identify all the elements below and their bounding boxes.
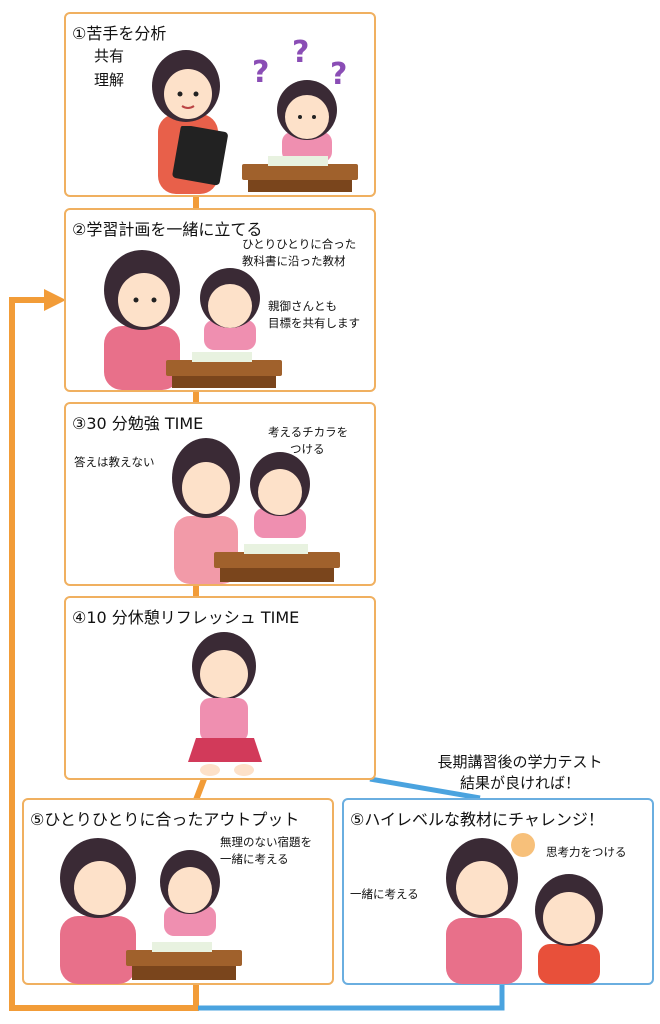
question-mark-icon: ? ? ? (252, 35, 347, 92)
tablet-icon (172, 126, 228, 186)
fist-icon (511, 833, 535, 857)
step-4-card: ④10 分休憩リフレッシュ TIME (64, 596, 376, 780)
step-1-note-2: 理解 (94, 71, 125, 89)
step-5a-note-2: 一緒に考える (220, 852, 289, 866)
teacher-icon (446, 838, 522, 984)
branch-condition-text: 長期講習後の学力テスト 結果が良ければ！ (384, 752, 656, 794)
branch-line-2: 結果が良ければ！ (459, 774, 580, 792)
step-5b-title: ⑤ハイレベルな教材にチャレンジ！ (350, 810, 604, 829)
branch-line-1: 長期講習後の学力テスト (437, 753, 603, 771)
step-5a-title: ⑤ひとりひとりに合ったアウトプット (30, 810, 300, 829)
svg-text:?: ? (330, 57, 347, 92)
step-3-card: ③30 分勉強 TIME 考えるチカラを つける 答えは教えない (64, 402, 376, 586)
desk-icon (166, 352, 282, 388)
svg-text:?: ? (252, 55, 269, 90)
step-3-title: ③30 分勉強 TIME (72, 414, 204, 433)
student-icon (188, 632, 262, 776)
student-icon (200, 268, 260, 350)
student-icon (250, 452, 310, 538)
loop-back-line (9, 297, 199, 1011)
step-3-note-3: 答えは教えない (74, 455, 155, 469)
desk-icon (214, 544, 340, 582)
step-2-note-3: 親御さんとも (268, 299, 337, 313)
blue-branch-line (369, 776, 481, 801)
step-5b-note-2: 一緒に考える (350, 887, 419, 901)
step-2-note-1: ひとりひとりに合った (242, 237, 357, 251)
teacher-icon (104, 250, 180, 390)
step-1-title: ①苦手を分析 (72, 24, 167, 43)
svg-text:?: ? (292, 35, 309, 70)
student-icon (535, 874, 603, 984)
step-2-card: ②学習計画を一緒に立てる ひとりひとりに合った 教科書に沿った教材 親御さんとも… (64, 208, 376, 392)
step-5a-note-1: 無理のない宿題を (220, 835, 312, 849)
step-2-note-4: 目標を共有します (268, 316, 360, 330)
step-3-note-2: つける (290, 442, 325, 456)
step-3-note-1: 考えるチカラを (268, 425, 349, 439)
step-2-title: ②学習計画を一緒に立てる (72, 220, 263, 239)
student-icon (277, 80, 337, 162)
loop-arrow-head (44, 289, 66, 311)
connector-4-5 (193, 777, 207, 802)
desk-icon (242, 156, 358, 192)
teacher-icon (60, 838, 136, 984)
desk-icon (126, 942, 242, 980)
step-5b-card: ⑤ハイレベルな教材にチャレンジ！ 思考力をつける 一緒に考える (342, 798, 654, 985)
step-2-note-2: 教科書に沿った教材 (242, 254, 346, 268)
blue-return-line (198, 985, 505, 1011)
step-4-title: ④10 分休憩リフレッシュ TIME (72, 608, 300, 627)
step-1-note-1: 共有 (94, 47, 125, 65)
step-5a-card: ⑤ひとりひとりに合ったアウトプット 無理のない宿題を 一緒に考える (22, 798, 334, 985)
student-icon (160, 850, 220, 936)
step-5b-note-1: 思考力をつける (546, 845, 627, 859)
step-1-card: ①苦手を分析 共有 理解 ? ? ? (64, 12, 376, 197)
